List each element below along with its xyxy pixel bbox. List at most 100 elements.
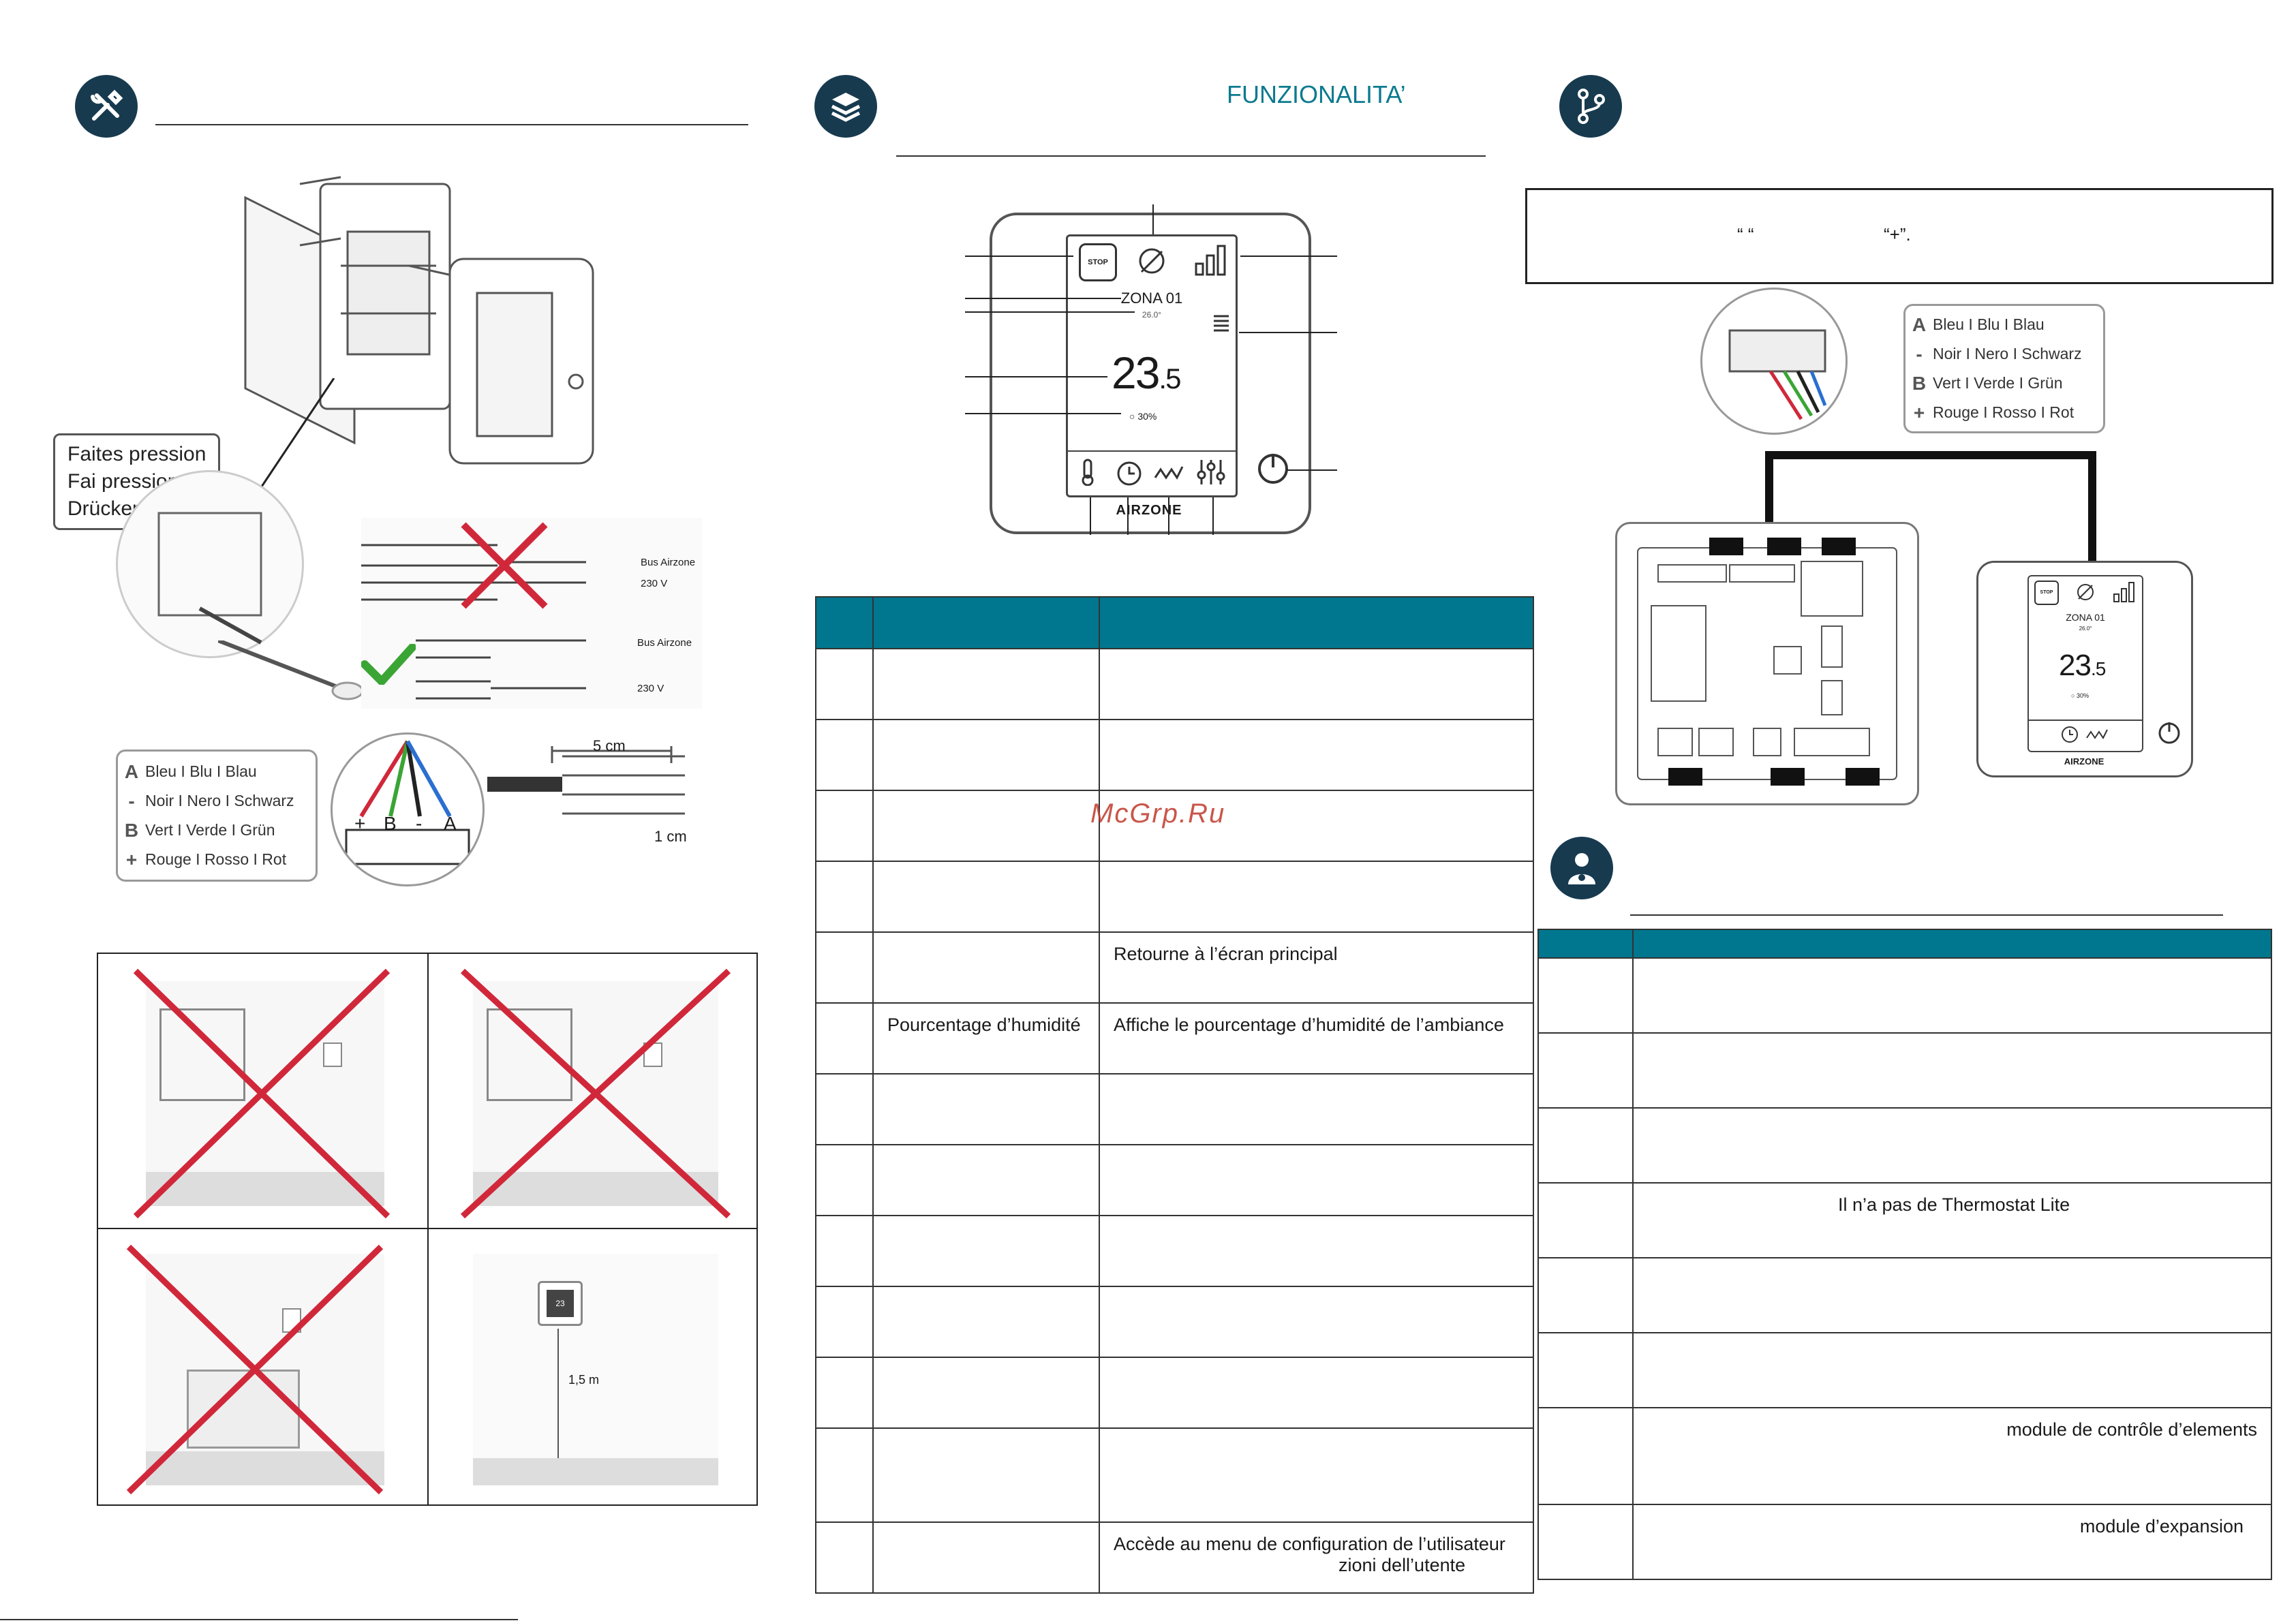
cross-mark [461,522,548,609]
length-5cm: 5 cm [593,737,626,754]
footer-rule [0,1619,518,1620]
fn-desc [1100,1429,1533,1440]
watermark: McGrp.Ru [1090,799,1226,829]
legend-text: Bleu I Blu I Blau [145,762,257,780]
cross-mark [133,968,391,1219]
fn-desc-line2: zioni dell’utente [1338,1555,1466,1575]
clock-icon[interactable] [2060,725,2079,744]
fn-desc-line1: Accède au menu de configuration de l’uti… [1114,1534,1505,1554]
cable-panel: Bus Airzone 230 V Bus Airzone 230 V [361,518,702,709]
placement-grid: 23 1,5 m [97,953,758,1506]
fn-name [874,1429,1099,1440]
humidity-value: 30% [2076,692,2089,699]
eco-icon[interactable] [2075,582,2096,602]
fn-desc [1100,1216,1533,1227]
fn-name [874,1145,1099,1156]
fn-name [874,1216,1099,1227]
callout-lines [965,204,1337,535]
signal-icon [2113,582,2134,602]
err-desc: module de contrôle d’elements [2006,1419,2257,1440]
legend-sym: + [1913,401,1925,423]
fn-desc: Accède au menu de configuration de l’uti… [1100,1523,1533,1576]
cable-label-bus-1: Bus Airzone [641,557,696,568]
legend-text: Noir I Nero I Schwarz [1933,345,2082,362]
legend-sym: A [1912,313,1927,335]
terminal-b: B [384,813,397,834]
legend-text: Bleu I Blu I Blau [1933,315,2045,333]
terminal-a: A [444,813,457,834]
temp-int: 23 [2059,649,2092,682]
brand-logo: AIRZONE [2064,756,2104,767]
setpoint: 26.0° [2079,625,2092,632]
zone-name: ZONA 01 [1120,290,1183,307]
fn-desc [1100,1358,1533,1369]
fn-desc [1100,1287,1533,1298]
legend-text: Rouge I Rosso I Rot [145,850,287,868]
section-rule-left [155,124,748,125]
humidity: ○ 30% [1129,411,1157,422]
err-desc [1634,1333,2271,1344]
fan-speed-icon[interactable] [1154,463,1185,483]
cable-label-bus-2: Bus Airzone [637,637,692,649]
power-button[interactable] [1255,451,1291,486]
clock-icon[interactable] [1116,460,1143,487]
thermostat-front: STOP ZONA 01 26.0° 23.5 ○ 30% AIRZONE [990,213,1311,534]
tools-icon [75,75,138,138]
branch-icon [1559,75,1622,138]
fn-desc [1100,862,1533,873]
settings-sliders-icon[interactable] [1196,457,1226,487]
terminal-circle: + B - A [331,732,485,886]
humidity: ○ 30% [2071,692,2089,699]
err-desc [1634,959,2271,970]
legend-sym: A [124,760,139,782]
cable-label-230-1: 230 V [641,578,668,589]
detail-circle [116,470,304,658]
section-title: FUNZIONALITA’ [1227,80,1406,108]
fn-desc [1100,1145,1533,1156]
power-button[interactable] [2157,721,2182,745]
thermostat-right: STOP ZONA 01 26.0° 23.5 ○ 30% AIRZONE [1976,561,2193,777]
screwdriver [218,640,364,700]
connector-detail [1700,288,1848,435]
length-1cm: 1 cm [654,828,687,845]
fn-name [874,649,1099,660]
callout-fr: Faites pression [67,443,206,465]
layers-icon [814,75,877,138]
fn-name [874,791,1099,802]
notice-quote-1: “ “ [1737,224,1754,245]
fn-desc [1100,649,1533,660]
height-label: 1,5 m [568,1373,600,1387]
signal-icon [1195,245,1226,276]
eco-icon[interactable] [1136,246,1167,276]
fn-name [874,933,1099,944]
notice-box: “ “ “+”. [1525,188,2274,284]
fan-speed-icon[interactable] [2086,728,2108,741]
check-mark [361,644,416,685]
thermometer-icon[interactable] [1079,459,1102,486]
cable-label-230-2: 230 V [637,683,664,694]
setpoint: 26.0° [1142,310,1162,320]
err-desc: Il n’a pas de Thermostat Lite [1838,1194,2070,1215]
err-desc [1634,1034,2271,1045]
brand-logo: AIRZONE [1116,503,1182,518]
installation-drawing [244,176,594,465]
fn-name [874,1358,1099,1369]
err-desc: module d’expansion [2079,1516,2244,1536]
err-code [1539,1109,1632,1119]
menu-lines-icon[interactable] [1214,314,1229,333]
stripped-cable [487,746,685,815]
err-code [1539,1258,1632,1269]
stop-icon[interactable]: STOP [1079,243,1117,281]
fn-desc: Retourne à l’écran principal [1114,944,1338,964]
thermostat-right-screen: STOP ZONA 01 26.0° 23.5 ○ 30% [2027,575,2143,752]
legend-text: Vert I Verde I Grün [145,821,275,839]
stop-icon[interactable]: STOP [2034,581,2059,605]
fn-name [874,720,1099,731]
legend-sym: + [125,848,138,870]
err-code [1539,1408,1632,1419]
legend-text: Vert I Verde I Grün [1933,374,2063,392]
fn-name [874,1287,1099,1298]
legend-sym: B [124,819,139,841]
